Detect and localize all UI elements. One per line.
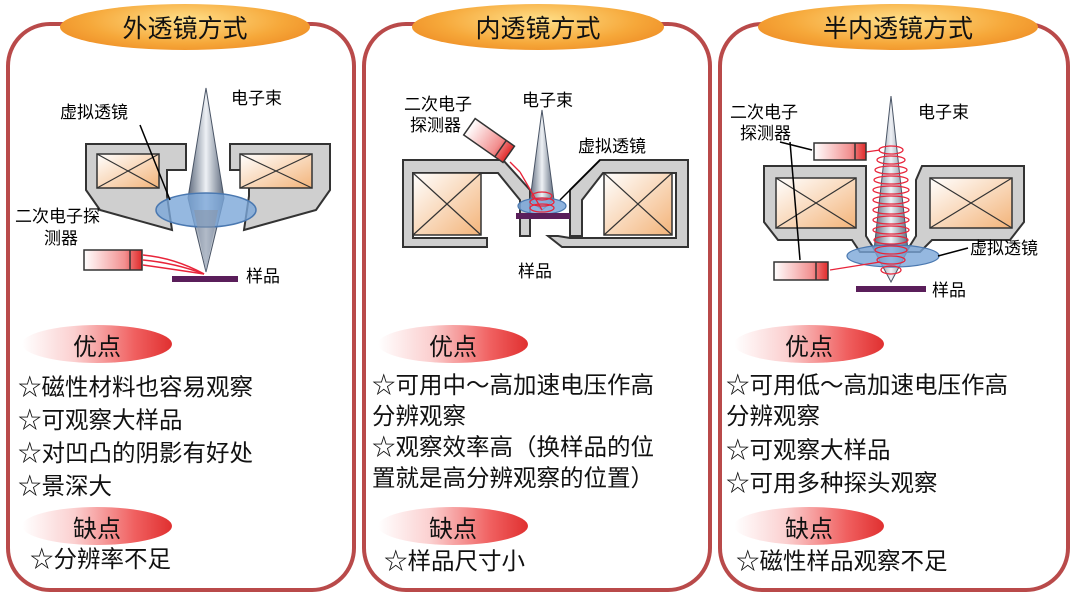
cons-line-semi-1: ☆磁性样品观察不足	[736, 547, 948, 575]
coil-left	[775, 177, 857, 229]
label-detector-line1: 二次电子	[730, 103, 798, 123]
pointer-virtual-lens	[559, 159, 601, 201]
pros-line-semi-2: 分辨观察	[726, 402, 820, 430]
panel-outer-lens	[6, 22, 356, 592]
label-detector-line2: 探测器	[740, 124, 791, 144]
coil-left	[96, 153, 160, 189]
electron-beam	[873, 95, 909, 284]
pros-pill-outer: 优点	[22, 325, 172, 363]
panel-title-in-lens: 内透镜方式	[412, 4, 664, 50]
label-detector-line1: 二次电子	[404, 95, 472, 115]
pros-line-in-4: 置就是高分辨观察的位置）	[372, 464, 654, 492]
pole-piece-right	[545, 159, 689, 248]
pointer-virtual-lens	[937, 247, 969, 257]
cons-pill-semi: 缺点	[734, 507, 884, 545]
pros-line-outer-4: ☆景深大	[18, 472, 112, 500]
label-detector-line1: 二次电子探	[15, 207, 100, 227]
diagram-semi-in-lens: 电子束 二次电子 探测器 虚拟透镜 样品	[730, 95, 1038, 301]
detector-lower	[773, 261, 829, 281]
diagram-outer-lens: 电子束 虚拟透镜 二次电子探 测器 样品	[15, 87, 331, 287]
electron-spiral	[829, 145, 910, 275]
label-virtual-lens: 虚拟透镜	[578, 137, 646, 157]
coil-left	[412, 172, 482, 236]
diagram-in-lens: 电子束 二次电子 探测器 虚拟透镜 样品	[402, 91, 689, 282]
panel-title-semi-in-lens: 半内透镜方式	[758, 4, 1038, 50]
electron-spiral	[509, 161, 555, 213]
label-beam: 电子束	[231, 89, 282, 109]
pointer-virtual-lens	[139, 124, 171, 201]
label-sample: 样品	[932, 281, 966, 301]
detector	[83, 249, 143, 271]
pros-line-outer-1: ☆磁性材料也容易观察	[18, 373, 253, 401]
pros-line-semi-3: ☆可观察大样品	[726, 436, 891, 464]
pros-line-semi-4: ☆可用多种探头观察	[726, 469, 938, 497]
detector	[462, 117, 516, 164]
pros-pill-in: 优点	[378, 325, 528, 363]
secondary-electron-paths	[142, 254, 205, 275]
coil-right	[603, 172, 673, 236]
pros-line-in-3: ☆观察效率高（换样品的位	[372, 433, 654, 461]
pros-line-semi-1: ☆可用低～高加速电压作高	[726, 371, 1008, 399]
label-beam: 电子束	[522, 91, 573, 111]
label-virtual-lens: 虚拟透镜	[60, 103, 128, 123]
pros-line-outer-3: ☆对凹凸的阴影有好处	[18, 439, 253, 467]
pros-line-in-1: ☆可用中～高加速电压作高	[372, 371, 654, 399]
sample	[172, 276, 238, 282]
pros-pill-semi: 优点	[734, 325, 884, 363]
label-detector-line2: 探测器	[410, 116, 461, 136]
coil-right	[239, 153, 313, 189]
pros-line-outer-2: ☆可观察大样品	[18, 406, 183, 434]
panel-semi-in-lens	[718, 22, 1070, 592]
cons-pill-in: 缺点	[378, 507, 528, 545]
label-sample: 样品	[518, 262, 552, 282]
cons-line-in-1: ☆样品尺寸小	[384, 547, 525, 575]
sample	[516, 213, 570, 219]
label-beam: 电子束	[918, 103, 969, 123]
coil-right	[929, 177, 1013, 229]
pointer-detector-lower	[789, 141, 801, 261]
label-sample: 样品	[246, 267, 280, 287]
cons-pill-outer: 缺点	[22, 507, 172, 545]
sample	[856, 286, 926, 292]
cons-line-outer-1: ☆分辨率不足	[30, 545, 171, 573]
label-detector-line2: 测器	[44, 229, 78, 249]
detector-upper	[813, 142, 867, 161]
pointer-detector-upper	[779, 141, 813, 151]
pros-line-in-2: 分辨观察	[372, 402, 466, 430]
panel-in-lens	[362, 22, 712, 592]
panel-title-outer-lens: 外透镜方式	[60, 4, 310, 50]
label-virtual-lens: 虚拟透镜	[970, 239, 1038, 259]
